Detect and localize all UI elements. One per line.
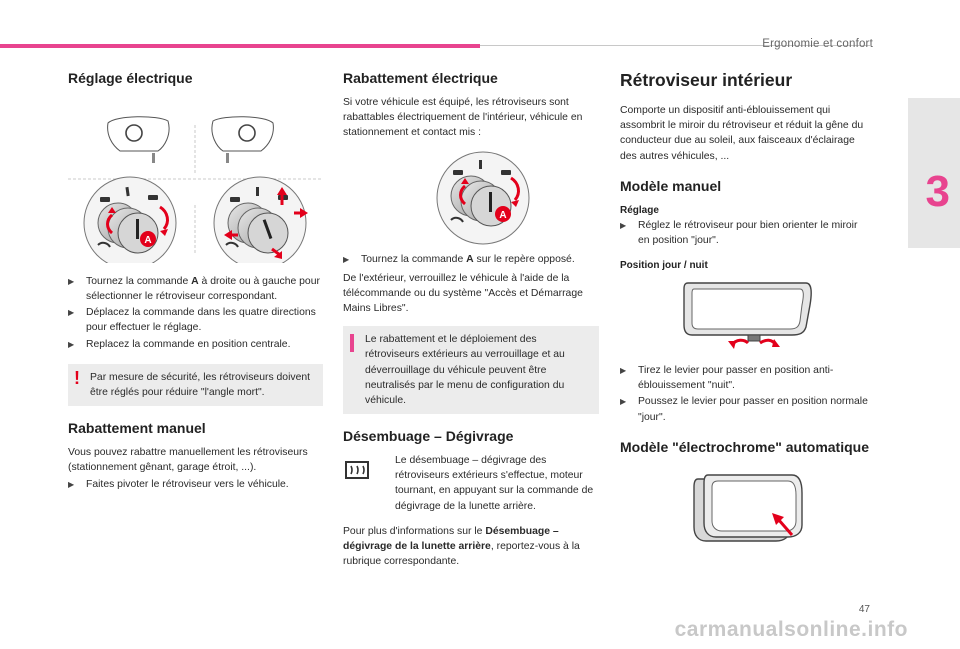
list-item: ▶Tournez la commande A sur le repère opp… <box>343 254 575 266</box>
knob-label-middle: A <box>499 210 506 221</box>
remote-lock-text: De l'extérieur, verrouillez le véhicule … <box>343 272 583 315</box>
list-item: ▶Faites pivoter le rétroviseur vers le v… <box>68 479 289 491</box>
info-icon <box>350 334 354 353</box>
knob-panel-left: A <box>83 176 177 270</box>
figure-mirror-adjust: A <box>68 95 323 270</box>
knob-fold-illustration: A <box>436 151 530 245</box>
mirror-right-icon <box>211 116 274 163</box>
list-item: ▶Réglez le rétroviseur pour bien oriente… <box>620 219 858 246</box>
sub-position-jour-nuit: Position jour / nuit <box>620 260 708 272</box>
section-title: Ergonomie et confort <box>762 38 873 50</box>
warning-box: ! Par mesure de sécurité, les rétroviseu… <box>68 363 323 407</box>
figure-electrochrome-mirror <box>620 463 870 555</box>
list-item: ▶Déplacez la commande dans les quatre di… <box>68 307 316 334</box>
header-rule <box>480 45 870 46</box>
warning-icon: ! <box>74 367 80 388</box>
header-accent-bar <box>0 44 480 48</box>
adjust-instructions: ▶Tournez la commande A à droite ou à gau… <box>68 274 323 352</box>
heading-desembuage: Désembuage – Dégivrage <box>343 428 514 445</box>
info-box: Le rabattement et le déploiement des rét… <box>343 326 599 415</box>
page-number: 47 <box>858 604 870 615</box>
defrost-text: Le désembuage – dégivrage des rétroviseu… <box>395 455 594 512</box>
mirror-adjust-illustration: A <box>68 116 323 270</box>
info-text: Le rabattement et le déploiement des rét… <box>365 334 565 407</box>
defrost-more-info: Pour plus d'informations sur le Désembua… <box>343 525 580 568</box>
day-night-mirror-illustration <box>683 282 812 350</box>
watermark: carmanualsonline.info <box>674 618 908 641</box>
knob-panel-right <box>213 176 308 270</box>
manual-fold-text: Vous pouvez rabattre manuellement les ré… <box>68 447 308 474</box>
rear-defrost-icon <box>343 453 383 514</box>
list-item: ▶Replacez la commande en position centra… <box>68 338 291 350</box>
knob-label-left: A <box>144 235 151 246</box>
interior-mirror-intro: Comporte un dispositif anti-éblouissemen… <box>620 105 864 162</box>
warning-text: Par mesure de sécurité, les rétroviseurs… <box>90 371 311 399</box>
figure-day-night-mirror <box>620 275 870 361</box>
heading-reglage-electrique: Réglage électrique <box>68 70 193 86</box>
sub-reglage: Réglage <box>620 204 659 216</box>
mirror-left-icon <box>107 116 170 163</box>
list-item: ▶Tournez la commande A à droite ou à gau… <box>68 275 320 302</box>
figure-knob-fold: A <box>343 142 599 252</box>
list-item: ▶Poussez le levier pour passer en positi… <box>620 396 868 423</box>
heading-modele-manuel: Modèle manuel <box>620 177 722 194</box>
column-left: Réglage électrique <box>68 60 323 494</box>
heading-modele-electrochrome: Modèle "électrochrome" automatique <box>620 438 869 455</box>
chapter-tab <box>908 98 960 248</box>
heading-rabattement-manuel: Rabattement manuel <box>68 420 206 437</box>
column-middle: Rabattement électrique Si votre véhicule… <box>343 60 599 571</box>
list-item: ▶Tirez le levier pour passer en position… <box>620 365 834 392</box>
chapter-number: 3 <box>925 167 950 216</box>
heading-rabattement-electrique: Rabattement électrique <box>343 70 498 86</box>
heading-retroviseur-interieur: Rétroviseur intérieur <box>620 70 793 90</box>
electrochrome-mirror-illustration <box>693 474 803 542</box>
day-night-instructions: ▶Tirez le levier pour passer en position… <box>620 363 870 425</box>
defrost-row: Le désembuage – dégivrage des rétroviseu… <box>343 453 599 514</box>
column-right: Rétroviseur intérieur Comporte un dispos… <box>620 60 870 555</box>
electric-fold-intro: Si votre véhicule est équipé, les rétrov… <box>343 96 583 139</box>
